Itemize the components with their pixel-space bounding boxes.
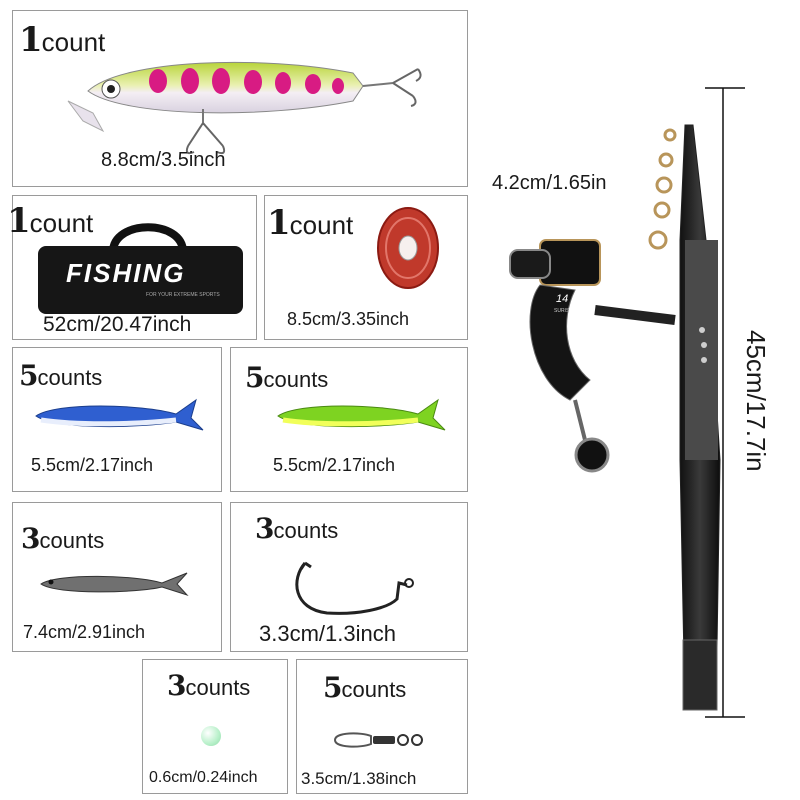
item-card-hooks: 3counts 3.3cm/1.3inch [230, 502, 468, 652]
item-count: 3counts [21, 522, 105, 555]
item-count: 3counts [167, 669, 251, 702]
item-card-swivels: 5counts 3.5cm/1.38inch [296, 659, 468, 794]
item-count: 1count [7, 201, 94, 241]
blue-soft-bait-icon [35, 398, 204, 431]
item-card-green-soft-bait: 5counts 5.5cm/2.17inch [230, 347, 468, 492]
item-card-fishing-line: 1count 8.5cm/3.35inch [264, 195, 468, 340]
bag-logo-text: FISHING [66, 258, 186, 288]
bag-tagline: FOR YOUR EXTREME SPORTS [146, 292, 220, 298]
reel-size-label: 4.2cm/1.65in [492, 172, 607, 194]
item-size: 0.6cm/0.24inch [149, 769, 258, 786]
item-count: 5counts [19, 359, 103, 392]
green-soft-bait-icon [277, 398, 446, 431]
rod-length-label: 45cm/17.7in [741, 330, 771, 472]
item-size: 3.3cm/1.3inch [259, 621, 396, 646]
item-count: 5counts [323, 671, 407, 704]
reel-model-subtitle: SURIS [554, 308, 570, 314]
item-count: 5counts [245, 361, 329, 394]
item-card-fishing-bag: 1count FISHING FOR YOUR EXTREME SPORTS 5… [7, 195, 257, 340]
reel-model-number: 14 [556, 293, 568, 305]
minnow-lure-icon [67, 61, 422, 155]
item-size: 3.5cm/1.38inch [301, 769, 417, 788]
swivel-icon [333, 732, 423, 748]
rod-and-reel-image: 14 SURIS [509, 87, 745, 718]
silver-soft-bait-icon [40, 572, 189, 597]
bead-icon [201, 726, 221, 746]
item-card-minnow-lure: 1count 8.8cm/3.5inch [12, 10, 468, 187]
hook-icon [295, 561, 414, 615]
item-count: 3counts [255, 512, 339, 545]
item-size: 5.5cm/2.17inch [273, 455, 396, 475]
item-size: 7.4cm/2.91inch [23, 622, 146, 642]
item-card-beads: 3counts 0.6cm/0.24inch [142, 659, 288, 794]
fishing-bag-image: FISHING FOR YOUR EXTREME SPORTS [38, 246, 243, 314]
item-size: 5.5cm/2.17inch [31, 455, 154, 475]
item-size: 52cm/20.47inch [43, 313, 192, 336]
item-card-blue-soft-bait: 5counts 5.5cm/2.17inch [12, 347, 222, 492]
item-count: 1count [267, 203, 354, 243]
bag-handle-icon [109, 223, 187, 253]
item-card-silver-soft-bait: 3counts 7.4cm/2.91inch [12, 502, 222, 652]
item-size: 8.5cm/3.35inch [287, 309, 410, 329]
item-count: 1count [19, 20, 106, 60]
item-size: 8.8cm/3.5inch [101, 149, 226, 171]
fishing-line-spool-icon [377, 207, 439, 289]
